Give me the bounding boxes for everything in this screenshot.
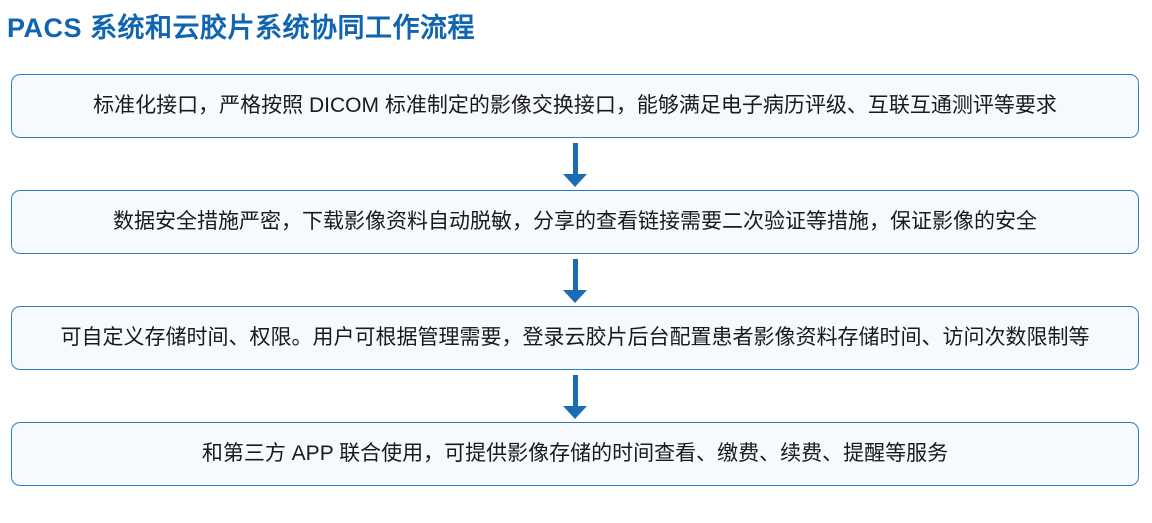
arrow-down-icon — [11, 254, 1139, 306]
flow-step-third-party-app: 和第三方 APP 联合使用，可提供影像存储的时间查看、缴费、续费、提醒等服务 — [11, 422, 1139, 486]
flow-step-label: 和第三方 APP 联合使用，可提供影像存储的时间查看、缴费、续费、提醒等服务 — [201, 441, 949, 465]
arrow-head — [563, 290, 587, 303]
arrow-stem — [572, 143, 578, 174]
arrow-stem — [572, 259, 578, 290]
page-title: PACS 系统和云胶片系统协同工作流程 — [7, 13, 476, 43]
workflow-diagram: 标准化接口，严格按照 DICOM 标准制定的影像交换接口，能够满足电子病历评级、… — [11, 74, 1139, 486]
flow-step-standard-interface: 标准化接口，严格按照 DICOM 标准制定的影像交换接口，能够满足电子病历评级、… — [11, 74, 1139, 138]
arrow-stem — [572, 375, 578, 406]
flow-step-label: 可自定义存储时间、权限。用户可根据管理需要，登录云胶片后台配置患者影像资料存储时… — [60, 325, 1090, 349]
flow-step-label: 标准化接口，严格按照 DICOM 标准制定的影像交换接口，能够满足电子病历评级、… — [93, 93, 1057, 117]
arrow-down-icon — [11, 138, 1139, 190]
flow-step-custom-storage: 可自定义存储时间、权限。用户可根据管理需要，登录云胶片后台配置患者影像资料存储时… — [11, 306, 1139, 370]
flow-step-data-security: 数据安全措施严密，下载影像资料自动脱敏，分享的查看链接需要二次验证等措施，保证影… — [11, 190, 1139, 254]
arrow-head — [563, 406, 587, 419]
arrow-down-icon — [11, 370, 1139, 422]
flow-step-label: 数据安全措施严密，下载影像资料自动脱敏，分享的查看链接需要二次验证等措施，保证影… — [113, 209, 1037, 233]
arrow-head — [563, 174, 587, 187]
